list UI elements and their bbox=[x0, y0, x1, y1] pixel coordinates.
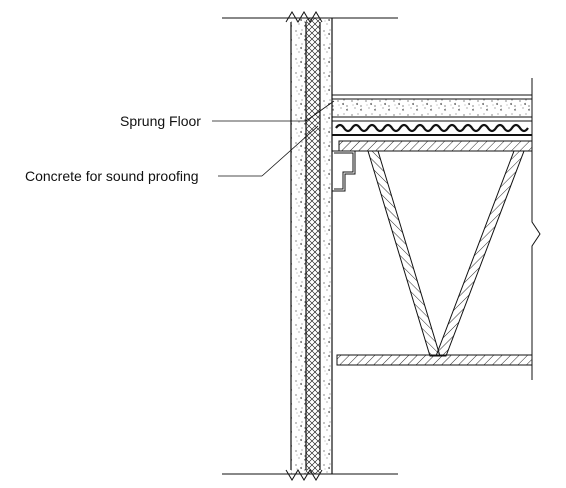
insulation-core bbox=[306, 18, 321, 474]
truss-web-right bbox=[435, 150, 525, 357]
bearing-bracket bbox=[332, 150, 356, 192]
truss-web-left bbox=[367, 150, 441, 357]
truss-bottom-chord bbox=[336, 354, 533, 366]
label-sprung-floor: Sprung Floor bbox=[120, 100, 335, 129]
concrete-wall-right bbox=[320, 18, 333, 474]
sprung-floor-layers bbox=[332, 94, 532, 136]
truss-top-chord bbox=[338, 140, 533, 152]
right-break-line bbox=[531, 78, 541, 380]
break-mark-top bbox=[285, 11, 323, 23]
resilient-layer bbox=[335, 123, 529, 133]
concrete-wall-left bbox=[290, 18, 307, 474]
break-mark-bottom bbox=[285, 469, 323, 481]
concrete-label: Concrete for sound proofing bbox=[25, 168, 199, 184]
label-concrete: Concrete for sound proofing bbox=[25, 125, 319, 184]
sprung-floor-label: Sprung Floor bbox=[120, 113, 201, 129]
